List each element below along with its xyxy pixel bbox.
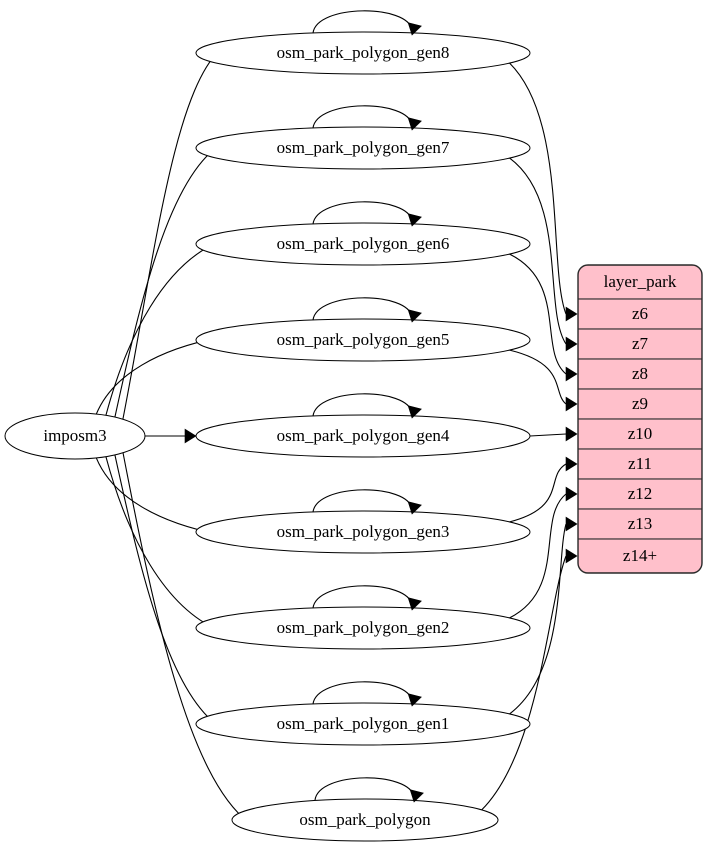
edge-arrowhead (407, 597, 422, 611)
edge-imposm3-to-gen5 (95, 337, 220, 415)
node-gen7[interactable]: osm_park_polygon_gen7 (195, 126, 531, 170)
edge-gen7-to-z7 (509, 157, 567, 345)
edge-arrowhead (407, 405, 422, 419)
node-gen4[interactable]: osm_park_polygon_gen4 (195, 414, 531, 458)
edge-gen3-to-z11 (509, 463, 567, 523)
edge-arrowhead (565, 306, 578, 322)
node-shape (195, 318, 531, 362)
edge-arrowhead (409, 789, 424, 803)
table-row-z9[interactable] (578, 388, 702, 420)
edge-imposm3-to-gen7 (114, 145, 220, 418)
node-label: osm_park_polygon_gen3 (277, 522, 450, 541)
node-shape (195, 222, 531, 266)
node-gen6[interactable]: osm_park_polygon_gen6 (195, 222, 531, 266)
table-row-z6[interactable] (578, 298, 702, 330)
node-label: osm_park_polygon_gen2 (277, 618, 450, 637)
node-gen8[interactable]: osm_park_polygon_gen8 (195, 31, 531, 75)
node-label: osm_park_polygon_gen1 (277, 714, 450, 733)
self-loop-gen1 (312, 681, 413, 705)
edge-arrowhead (407, 693, 422, 707)
node-label: osm_park_polygon (299, 810, 431, 829)
edge-arrowhead (565, 516, 578, 532)
self-loops-layer (312, 10, 424, 803)
table-row-label-z8: z8 (632, 364, 648, 383)
self-loop-base (314, 777, 415, 801)
edge-imposm3-to-gen8 (122, 50, 220, 420)
edge-gen8-to-z6 (509, 62, 567, 315)
table-row-z14+[interactable] (578, 538, 702, 573)
edge-arrowhead (565, 366, 578, 382)
table-header-label: layer_park (604, 272, 677, 291)
node-gen5[interactable]: osm_park_polygon_gen5 (195, 318, 531, 362)
table-row-label-z7: z7 (632, 334, 649, 353)
table-row-z10[interactable] (578, 418, 702, 450)
edge-imposm3-to-gen1 (114, 454, 220, 727)
nodes-layer: imposm3 osm_park_polygon_gen8 osm_park_pol… (4, 31, 531, 842)
edge-arrowhead (407, 117, 422, 131)
table-row-z13[interactable] (578, 508, 702, 540)
edge-imposm3-to-gen3 (95, 457, 220, 535)
edge-arrowhead (565, 426, 578, 442)
edge-gen4-to-z10 (529, 433, 567, 437)
edge-arrowhead (184, 428, 197, 444)
self-loop-gen7 (312, 105, 413, 129)
node-label: osm_park_polygon_gen6 (277, 234, 450, 253)
edge-gen6-to-z8 (509, 253, 567, 375)
table-row-label-z13: z13 (628, 514, 653, 533)
table-outline (577, 264, 703, 574)
self-loop-gen6 (312, 201, 413, 225)
node-shape (195, 606, 531, 650)
layer-park-table[interactable]: layer_park z6 z7 z8 z9 z10 z11 z12 z13 z14+ (577, 264, 703, 574)
table-row-label-z6: z6 (632, 304, 648, 323)
node-shape (195, 702, 531, 746)
node-shape (195, 414, 531, 458)
table-row-label-z12: z12 (628, 484, 653, 503)
edge-imposm3-to-gen6 (105, 241, 220, 416)
edge-gen5-to-z9 (509, 349, 567, 405)
node-base[interactable]: osm_park_polygon (231, 798, 499, 842)
edge-gen2-to-z12 (509, 493, 567, 619)
edge-imposm3-to-gen2 (105, 456, 220, 631)
edge-arrowhead (407, 309, 422, 323)
edge-gen1-to-z13 (509, 523, 567, 715)
edge-arrowhead (565, 486, 578, 502)
edge-base-to-z14+ (481, 555, 567, 811)
edge-arrowhead (565, 336, 578, 352)
edge-imposm3-to-base (122, 452, 250, 823)
edge-arrowhead (407, 501, 422, 515)
edge-arrowhead (565, 456, 578, 472)
table-row-label-z9: z9 (632, 394, 648, 413)
node-shape (4, 412, 146, 460)
node-gen2[interactable]: osm_park_polygon_gen2 (195, 606, 531, 650)
table-row-z7[interactable] (578, 328, 702, 360)
node-label: osm_park_polygon_gen8 (277, 43, 450, 62)
node-shape (195, 510, 531, 554)
self-loop-gen8 (312, 10, 413, 34)
node-label: osm_park_polygon_gen5 (277, 330, 450, 349)
node-label: osm_park_polygon_gen4 (277, 426, 450, 445)
node-shape (195, 126, 531, 170)
node-shape (195, 31, 531, 75)
self-loop-gen4 (312, 393, 413, 417)
edge-arrowhead (565, 548, 578, 564)
self-loop-gen2 (312, 585, 413, 609)
table-row-label-z11: z11 (628, 454, 652, 473)
self-loop-gen5 (312, 297, 413, 321)
edge-arrowhead (565, 396, 578, 412)
edge-arrowhead (407, 213, 422, 227)
node-imposm3[interactable]: imposm3 (4, 412, 146, 460)
edge-arrowhead (407, 22, 422, 36)
table-row-label-z14+: z14+ (623, 546, 657, 565)
self-loop-gen3 (312, 489, 413, 513)
node-gen3[interactable]: osm_park_polygon_gen3 (195, 510, 531, 554)
node-label: imposm3 (43, 426, 106, 445)
node-label: osm_park_polygon_gen7 (277, 138, 450, 157)
node-gen1[interactable]: osm_park_polygon_gen1 (195, 702, 531, 746)
table-row-label-z10: z10 (628, 424, 653, 443)
node-shape (231, 798, 499, 842)
